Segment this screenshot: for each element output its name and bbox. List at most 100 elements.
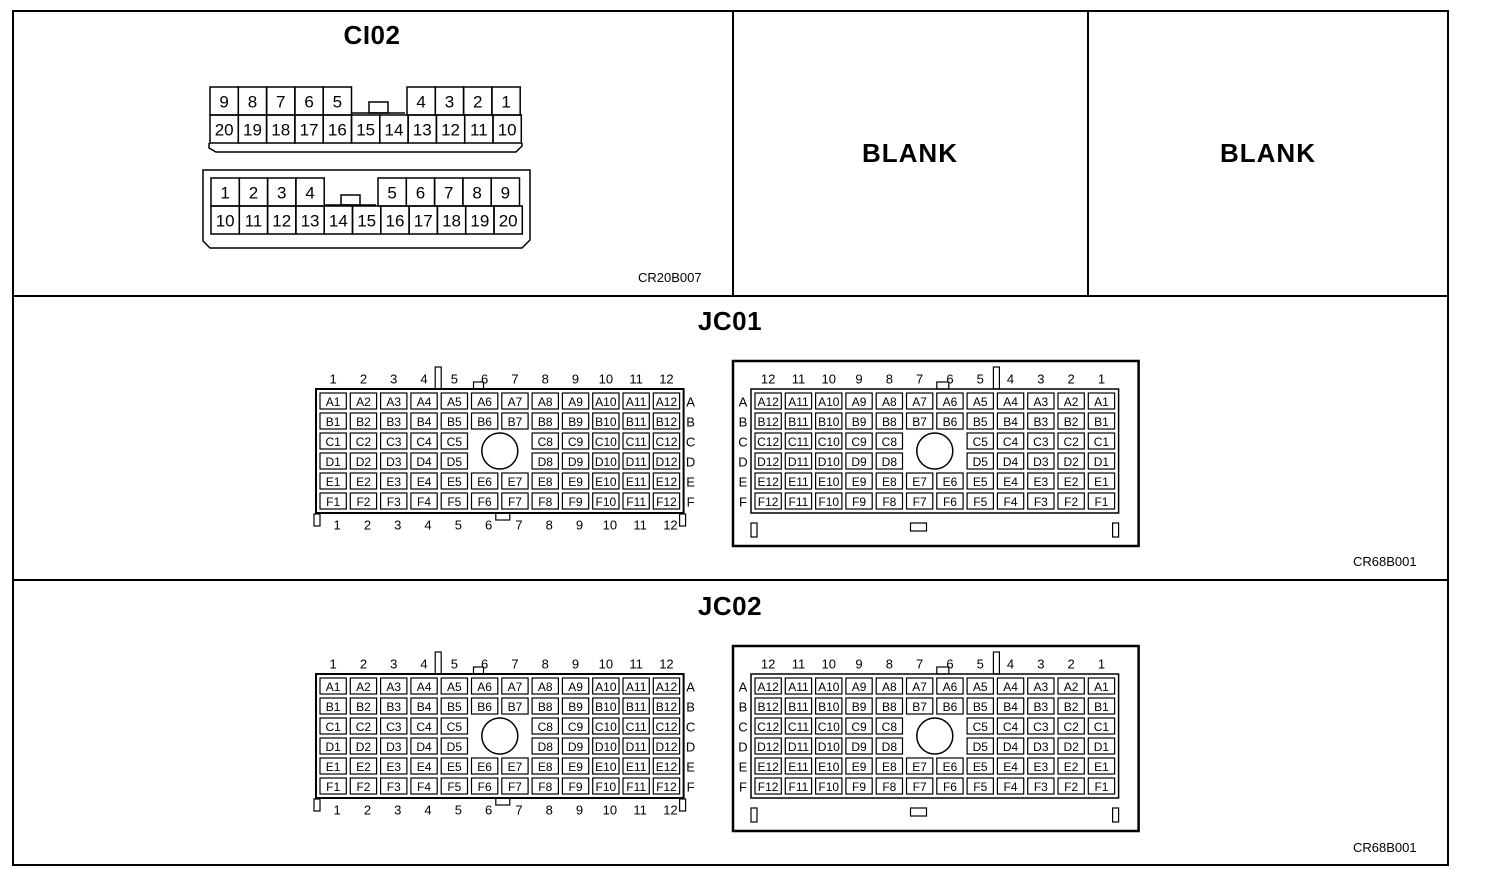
jc02-left-pin-cell: [410, 757, 438, 775]
jc02-left-pin-cell: [410, 677, 438, 695]
jc01-left-pin-label: C11: [626, 435, 647, 449]
jc01-right-pin-cell: [1087, 492, 1116, 510]
jc01-right-pin-label: B4: [1003, 415, 1018, 429]
jc02-left-pin-label: B7: [508, 700, 523, 714]
jc02-right-pin-cell: [1087, 737, 1116, 755]
jc02-right-pin-label: A6: [943, 680, 958, 694]
jc01-left-pin-label: E3: [386, 475, 401, 489]
jc01-right-pin-label: F6: [943, 495, 957, 509]
jc02-right-pin-cell: [875, 737, 904, 755]
jc01-right-pin-cell: [754, 412, 782, 430]
jc02-right-pin-label: C4: [1003, 720, 1019, 734]
jc02-right-pin-label: B10: [818, 700, 840, 714]
jc01-left-pin-cell: [652, 412, 681, 430]
jc01-title: JC01: [697, 306, 763, 336]
jc01-left-pin-cell: [561, 392, 590, 410]
jc01-left-pin-label: D2: [356, 455, 372, 469]
jc01-left-column-number-bottom: 3: [394, 518, 401, 533]
jc02-right-pin-cell: [1087, 677, 1116, 695]
jc02-left-center-hole: [481, 717, 519, 755]
jc01-right-column-number-top: 5: [977, 372, 984, 387]
jc02-right-pin-label: C1: [1094, 720, 1110, 734]
ci02-bottom-row1-right-label: 7: [444, 184, 453, 203]
jc02-right-column-number-top: 11: [792, 657, 806, 672]
ci02-bottom-row1-left-label: 1: [220, 184, 229, 203]
jc02-left-column-number-top: 2: [360, 657, 367, 672]
jc02-left-pin-cell: [410, 777, 438, 795]
jc01-right-pin-cell: [996, 392, 1025, 410]
jc01-right-pin-cell: [754, 392, 782, 410]
jc02-right-pin-label: F1: [1094, 780, 1108, 794]
jc01-left-column-number-bottom: 9: [576, 518, 583, 533]
jc01-left-center-hole: [481, 432, 519, 470]
jc01-right-pin-cell: [905, 412, 934, 430]
jc01-left-pin-label: C9: [568, 435, 584, 449]
jc02-right-pin-label: F9: [852, 780, 866, 794]
jc02-left-pin-cell: [622, 697, 650, 715]
jc01-right-pin-cell: [1087, 472, 1116, 490]
jc02-right-pin-cell: [754, 717, 782, 735]
jc02-left-pin-label: D12: [655, 740, 677, 754]
jc01-right-pin-cell: [754, 472, 782, 490]
ci02-bottom-row2-label: 12: [272, 212, 291, 231]
jc02-right-pin-label: A9: [852, 680, 867, 694]
jc01-left-pin-label: C4: [416, 435, 432, 449]
jc01-left-pin-cell: [622, 392, 650, 410]
jc01-right-pin-label: A3: [1034, 395, 1049, 409]
jc02-left-pin-label: D4: [416, 740, 432, 754]
jc01-right-pin-field: [750, 388, 1120, 514]
jc02-right-row-letter: F: [739, 780, 747, 795]
jc01-right-pin-cell: [996, 412, 1025, 430]
jc01-right-pin-label: C1: [1094, 435, 1110, 449]
jc02-left-pin-label: B11: [626, 700, 647, 714]
jc02-right-pin-cell: [966, 677, 994, 695]
ci02-top-latch: [368, 101, 389, 114]
jc02-left-pin-label: C1: [325, 720, 341, 734]
jc01-right-pin-label: E6: [943, 475, 958, 489]
ci02-top-row1-right-label: 1: [501, 93, 510, 112]
jc01-left-pin-cell: [592, 432, 620, 450]
jc02-right-pin-label: A7: [912, 680, 927, 694]
jc02-right-column-number-top: 9: [855, 657, 862, 672]
jc02-left-column-number-bottom: 2: [364, 803, 371, 818]
jc02-left-pin-cell: [380, 737, 408, 755]
jc02-left-pin-label: F1: [326, 780, 340, 794]
jc01-left-column-number-bottom: 11: [633, 518, 647, 533]
jc01-right-pin-label: B7: [912, 415, 927, 429]
jc01-right-pin-cell: [936, 412, 964, 430]
jc01-right-pin-cell: [1057, 392, 1085, 410]
jc02-left-pin-label: E6: [477, 760, 492, 774]
jc02-left-pin-label: B8: [538, 700, 553, 714]
jc01-left-pin-cell: [410, 392, 438, 410]
ci02-top-row2-label: 13: [413, 121, 432, 140]
jc02-right-pin-cell: [1057, 737, 1085, 755]
jc02-right-pin-label: A1: [1094, 680, 1109, 694]
ci02-top-row2-label: 14: [384, 121, 403, 140]
jc01-right-pin-cell: [845, 472, 873, 490]
divider-top: [12, 295, 1449, 297]
jc02-left-pin-cell: [440, 777, 469, 795]
jc01-right-center-hole: [916, 432, 954, 470]
jc01-left-pin-cell: [440, 432, 469, 450]
jc01-left-pin-label: B5: [447, 415, 462, 429]
jc02-left-pin-label: E1: [326, 760, 341, 774]
jc01-right-pin-label: C11: [788, 435, 809, 449]
jc02-left-pin-cell: [622, 717, 650, 735]
jc01-right-foot-left: [750, 522, 758, 538]
jc02-left-pin-cell: [349, 777, 378, 795]
ci02-top-row2-label: 16: [328, 121, 347, 140]
jc02-left-pin-cell: [501, 677, 529, 695]
jc01-right-row-letter: D: [738, 455, 747, 470]
jc01-left-pin-cell: [470, 492, 499, 510]
jc01-right-pin-label: B1: [1094, 415, 1109, 429]
jc02-left-pin-cell: [531, 677, 559, 695]
jc01-right-pin-label: A6: [943, 395, 958, 409]
jc01-left-column-number-bottom: 1: [334, 518, 341, 533]
jc01-right-pin-cell: [905, 492, 934, 510]
jc01-right-pin-label: D10: [818, 455, 840, 469]
ci02-bottom-row2-cell: [493, 205, 524, 235]
jc01-right-pin-cell: [1087, 412, 1116, 430]
jc02-right-pin-cell: [966, 717, 994, 735]
ci02-bottom-row1-right-label: 6: [416, 184, 425, 203]
jc02-right-pin-cell: [905, 777, 934, 795]
